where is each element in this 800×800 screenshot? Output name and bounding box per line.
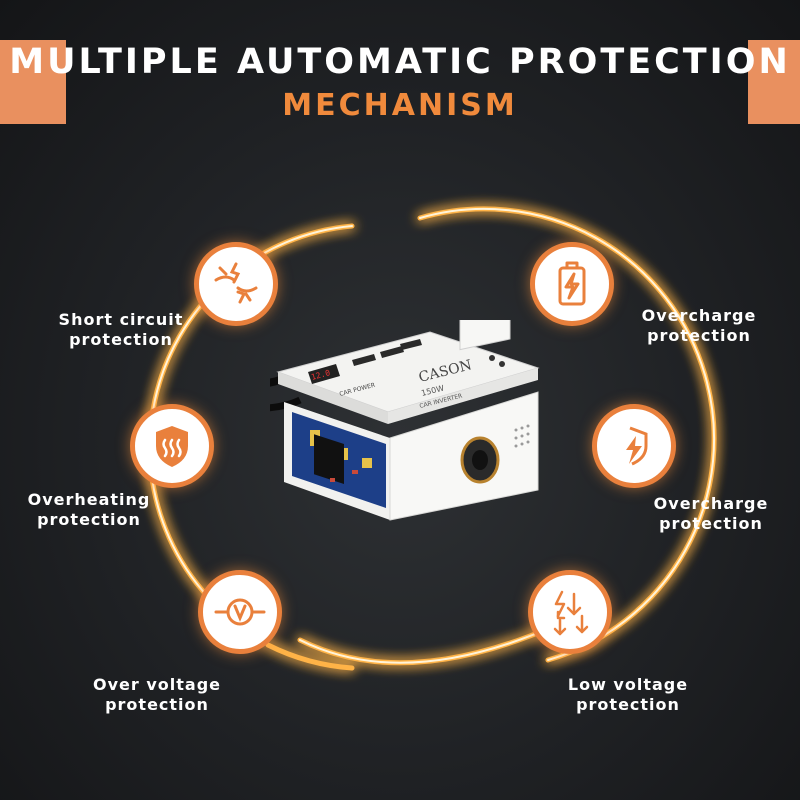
feature-label-overheating: Overheating protection xyxy=(14,490,164,530)
feature-label-line1: Overcharge xyxy=(653,494,769,513)
voltmeter-icon xyxy=(214,598,266,626)
corner-decoration-left xyxy=(0,40,66,124)
page-title: Multiple automatic protection xyxy=(9,42,791,82)
heat-shield-badge xyxy=(130,404,214,488)
feature-label-line2: protection xyxy=(105,695,209,714)
feature-label-low-voltage: Low voltage protection xyxy=(548,675,708,715)
page-subtitle: MECHANISM xyxy=(282,88,518,123)
feature-label-battery-overcharge: Overcharge protection xyxy=(624,306,774,346)
low-voltage-arrows-icon xyxy=(553,590,589,636)
feature-label-line1: Overheating xyxy=(27,490,151,509)
feature-label-line1: Low voltage xyxy=(567,675,689,694)
feature-label-line2: protection xyxy=(647,326,751,345)
feature-label-line1: Overcharge xyxy=(641,306,757,325)
short-circuit-icon xyxy=(214,262,258,304)
shield-bolt-badge xyxy=(592,404,676,488)
feature-label-line2: protection xyxy=(37,510,141,529)
feature-label-line2: protection xyxy=(69,330,173,349)
short-circuit-badge xyxy=(194,242,278,326)
inverter-product-image: CASON 150W CAR INVERTER 12.0 CAR POWER xyxy=(189,308,570,554)
inverter-illustration: CASON 150W CAR INVERTER 12.0 CAR POWER xyxy=(189,308,540,521)
feature-label-over-voltage: Over voltage protection xyxy=(72,675,242,715)
feature-label-line1: Short circuit xyxy=(58,310,184,329)
battery-overcharge-icon xyxy=(558,261,586,306)
battery-overcharge-badge xyxy=(530,242,614,326)
shield-bolt-icon xyxy=(626,426,648,466)
feature-label-shield-overcharge: Overcharge protection xyxy=(636,494,786,534)
feature-label-line2: protection xyxy=(659,514,763,533)
feature-label-short-circuit: Short circuit protection xyxy=(36,310,206,350)
corner-decoration-right xyxy=(748,40,800,124)
low-voltage-badge xyxy=(528,570,612,654)
voltmeter-badge xyxy=(198,570,282,654)
feature-label-line2: protection xyxy=(576,695,680,714)
feature-label-line1: Over voltage xyxy=(93,675,221,694)
heat-shield-icon xyxy=(156,426,188,467)
